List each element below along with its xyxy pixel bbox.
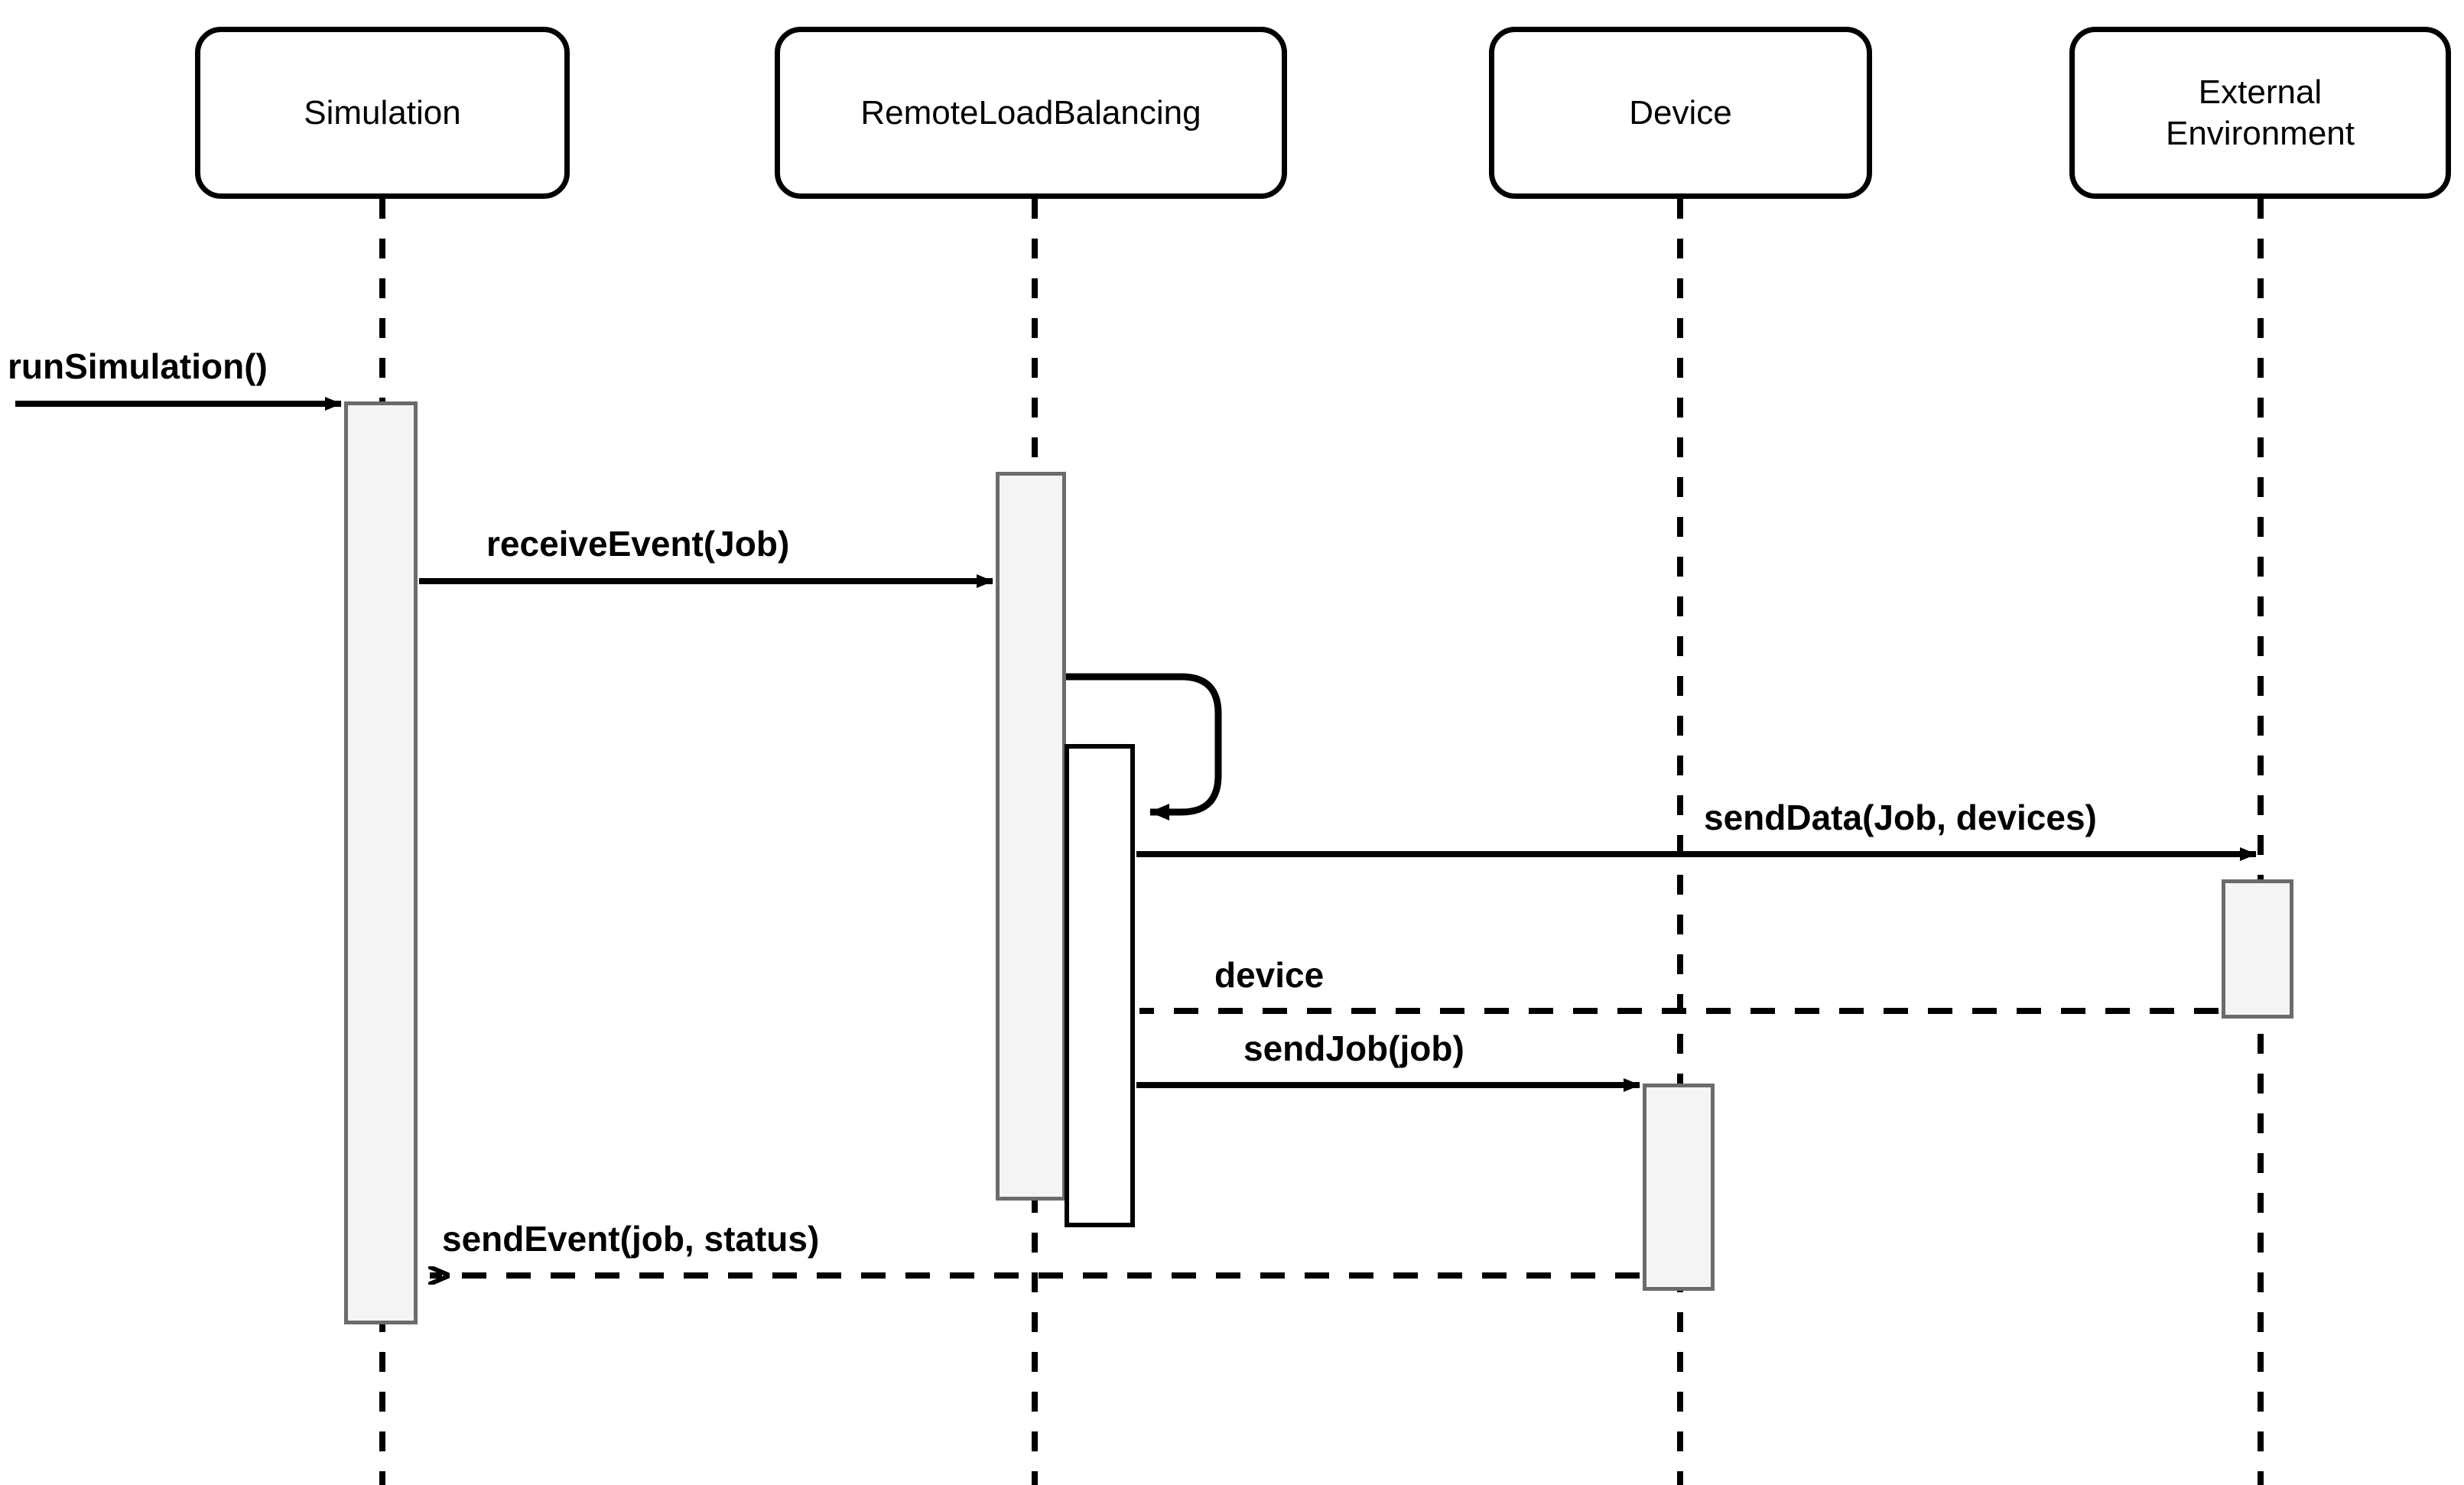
message-selfloop-rlb — [1066, 673, 1222, 820]
message-label-device-return: device — [1214, 955, 1325, 995]
activation-bar-rlb[interactable] — [996, 472, 1066, 1201]
message-label-senddata: sendData(Job, devices) — [1704, 798, 2097, 837]
participant-label-rlb: RemoteLoadBalancing — [860, 93, 1201, 132]
message-label-receiveevent: receiveEvent(Job) — [486, 524, 790, 564]
activation-bar-device[interactable] — [1643, 1084, 1715, 1291]
participant-box-rlb[interactable]: RemoteLoadBalancing — [775, 27, 1287, 199]
activation-bar-simulation[interactable] — [344, 401, 418, 1324]
lifelines-group — [379, 199, 2264, 1485]
participant-box-device[interactable]: Device — [1489, 27, 1872, 199]
activation-bar-rlb-nested[interactable] — [1065, 744, 1135, 1227]
participant-box-simulation[interactable]: Simulation — [195, 27, 570, 199]
message-label-sendjob: sendJob(job) — [1243, 1028, 1464, 1068]
participant-label-simulation: Simulation — [304, 93, 461, 132]
participant-label-external-environment: External Environment — [2165, 73, 2355, 152]
message-label-runsimulation: runSimulation() — [8, 346, 268, 386]
message-label-sendevent-return: sendEvent(job, status) — [442, 1219, 820, 1259]
participant-label-device: Device — [1629, 93, 1732, 132]
participant-box-external-environment[interactable]: External Environment — [2069, 27, 2451, 199]
messages-group — [15, 397, 2257, 1275]
activation-bar-external-environment[interactable] — [2222, 879, 2293, 1019]
